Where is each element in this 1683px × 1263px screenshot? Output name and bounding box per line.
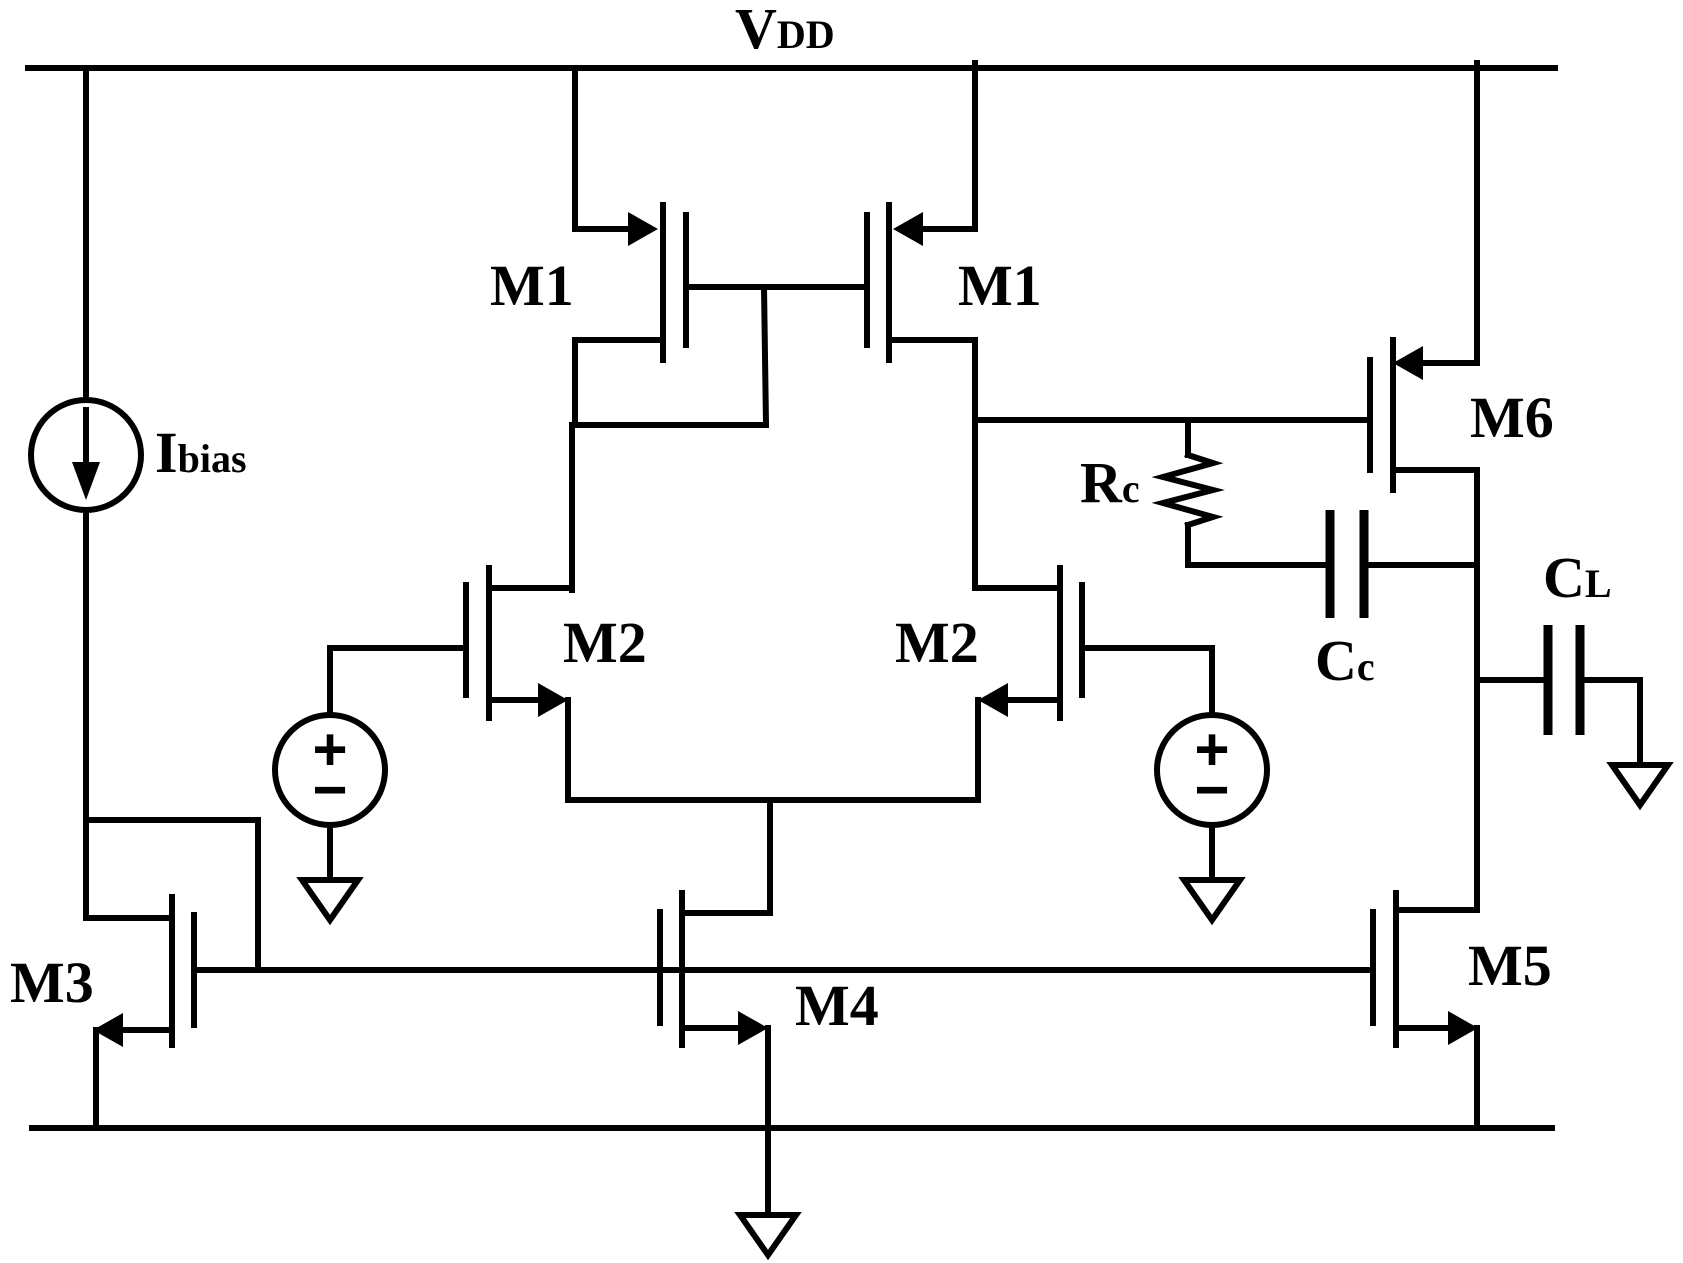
input-voltage-source-right: + − [1154, 712, 1270, 926]
m1-left-label: M1 [490, 253, 574, 318]
transistor-m4 [657, 890, 802, 1261]
transistor-m3 [93, 894, 197, 1131]
m5-label: M5 [1468, 933, 1552, 998]
transistor-m1-left [572, 65, 689, 428]
tail-node-wire [565, 797, 981, 916]
transistor-m6 [1367, 60, 1480, 913]
m1-gate-wire [569, 283, 870, 593]
ibias-label: Ibias [155, 420, 247, 485]
transistor-m5 [1370, 890, 1480, 1131]
input-voltage-source-left: + − [272, 712, 388, 926]
transistor-m1-right [864, 60, 978, 591]
transistor-m2-left [327, 565, 575, 803]
m4-label: M4 [795, 973, 879, 1038]
plus-sign-left: + [312, 716, 347, 783]
transistor-m2-right [972, 565, 1215, 803]
m2-left-label: M2 [563, 610, 647, 675]
m3-label: M3 [10, 950, 94, 1015]
plus-sign-right: + [1194, 716, 1229, 783]
cc-label: Cc [1315, 628, 1375, 693]
rc-label: Rc [1080, 450, 1140, 515]
load-capacitor-cl [1474, 625, 1674, 811]
minus-sign-right: − [1194, 756, 1229, 823]
minus-sign-left: − [312, 756, 347, 823]
compensation-resistor-rc [1151, 417, 1333, 568]
vdd-label: VDD [735, 0, 835, 61]
m1-right-label: M1 [958, 253, 1042, 318]
m2-right-label: M2 [895, 610, 979, 675]
ibias-current-source [28, 65, 144, 513]
cl-label: CL [1543, 545, 1612, 610]
m6-label: M6 [1470, 385, 1554, 450]
compensation-capacitor-cc [1325, 510, 1480, 618]
ibias-to-m3-wire [83, 507, 261, 973]
